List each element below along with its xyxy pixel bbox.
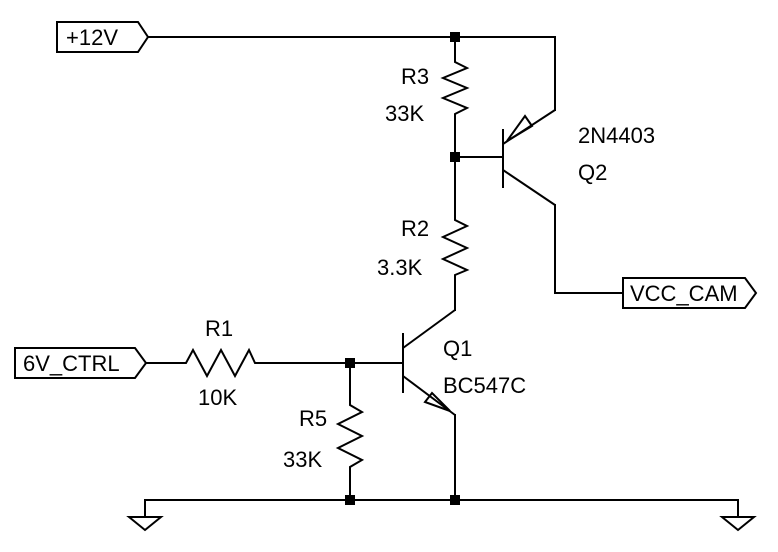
q1-ref-label: Q1 <box>443 336 472 361</box>
ground-right-triangle <box>719 516 757 532</box>
port-output-label: VCC_CAM <box>630 281 738 306</box>
q2-ref-label: Q2 <box>578 160 607 185</box>
junction-dot <box>345 358 355 368</box>
r3-value-label: 33K <box>385 101 424 126</box>
r5-ref-label: R5 <box>299 406 327 431</box>
junction-dot <box>450 495 460 505</box>
port-output: VCC_CAM <box>622 277 758 309</box>
r1-ref-label: R1 <box>205 316 233 341</box>
port-supply: +12V <box>56 21 150 53</box>
junctions <box>345 32 460 505</box>
port-output-outline <box>622 277 758 309</box>
r3-ref-label: R3 <box>401 64 429 89</box>
r5-value-label: 33K <box>283 447 322 472</box>
q2-emitter-arrow <box>506 114 534 142</box>
transistor-q2 <box>502 109 556 206</box>
q2-part-label: 2N4403 <box>578 123 655 148</box>
resistor-r1 <box>180 347 260 379</box>
port-ctrl-label: 6V_CTRL <box>23 351 120 376</box>
q1-part-label: BC547C <box>443 373 526 398</box>
resistor-r5 <box>335 400 365 475</box>
transistor-q1 <box>402 309 456 416</box>
q1-emitter-arrow <box>423 391 451 412</box>
resistor-r2 <box>440 215 470 280</box>
ground-left <box>126 500 164 532</box>
ground-right <box>719 500 757 532</box>
ground-left-triangle <box>126 516 164 532</box>
port-ctrl: 6V_CTRL <box>14 347 148 379</box>
wires <box>144 36 739 501</box>
resistor-r3 <box>440 58 470 120</box>
q1-collector-lead <box>402 309 456 349</box>
r2-ref-label: R2 <box>401 216 429 241</box>
r2-value-label: 3.3K <box>377 255 423 280</box>
junction-dot <box>450 152 460 162</box>
r1-value-label: 10K <box>198 385 237 410</box>
wire-q2-collector-to-output <box>554 204 624 294</box>
port-ctrl-outline <box>14 347 148 379</box>
port-supply-label: +12V <box>66 25 118 50</box>
q2-collector-lead <box>502 169 556 206</box>
junction-dot <box>345 495 355 505</box>
port-supply-outline <box>56 21 150 53</box>
junction-dot <box>450 32 460 42</box>
